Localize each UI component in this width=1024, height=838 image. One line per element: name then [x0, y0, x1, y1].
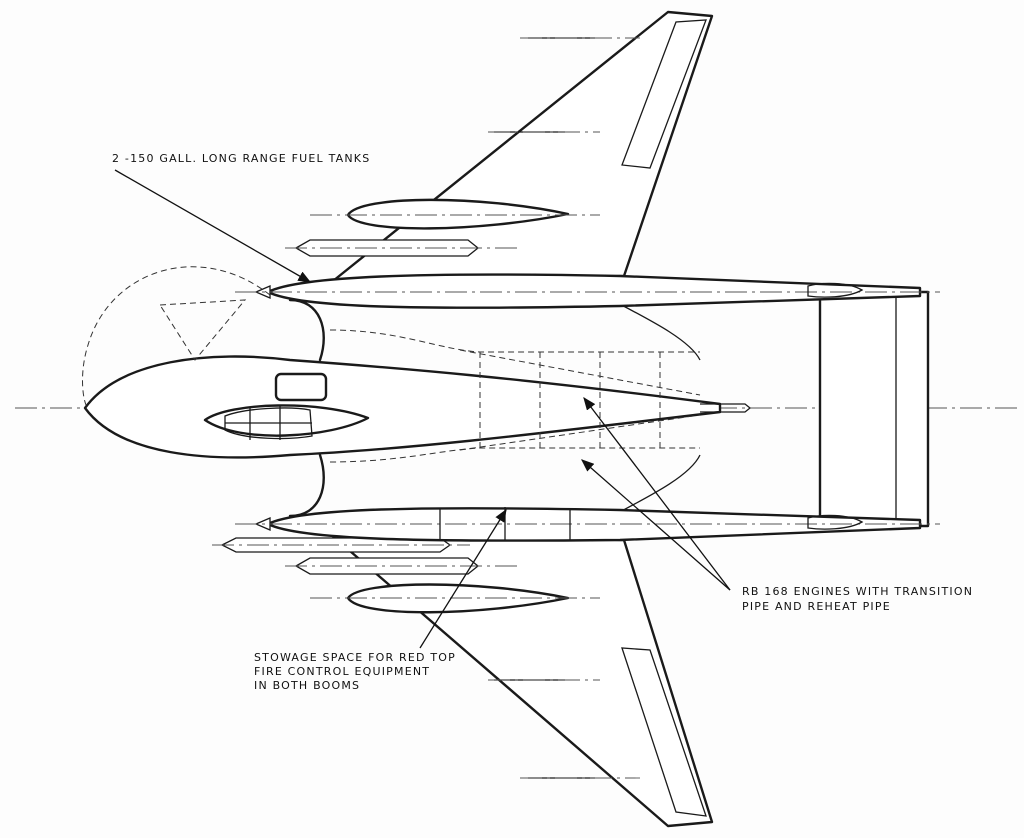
air-intake-hatch [274, 372, 328, 402]
upper-wing-stores [285, 37, 640, 257]
stowage-leader [419, 508, 507, 649]
radar-scan-arc [82, 266, 271, 406]
lower-wing-stores [212, 537, 640, 779]
engines-label-line1: RB 168 ENGINES WITH TRANSITION [742, 585, 973, 598]
fuel-tanks-label: 2 -150 GALL. LONG RANGE FUEL TANKS [112, 152, 370, 165]
fuselage [83, 355, 722, 459]
stowage-label-line1: STOWAGE SPACE FOR RED TOP [254, 651, 456, 664]
tailplane [818, 290, 930, 528]
lower-wing [326, 530, 714, 828]
stowage-label-line2: FIRE CONTROL EQUIPMENT [254, 665, 430, 678]
lower-aileron [621, 647, 707, 817]
upper-aileron [621, 19, 707, 169]
jet-pipe [700, 403, 752, 413]
engine-hidden-lines [329, 329, 701, 463]
cockpit-frame [224, 407, 313, 440]
stowage-label-line3: IN BOTH BOOMS [254, 679, 360, 692]
engines-leader-2 [581, 459, 731, 591]
radar-scan-sector [159, 299, 247, 361]
engines-label-line2: PIPE AND REHEAT PIPE [742, 600, 891, 613]
engines-leader-1 [583, 396, 731, 591]
fuel-tanks-leader [114, 169, 312, 283]
